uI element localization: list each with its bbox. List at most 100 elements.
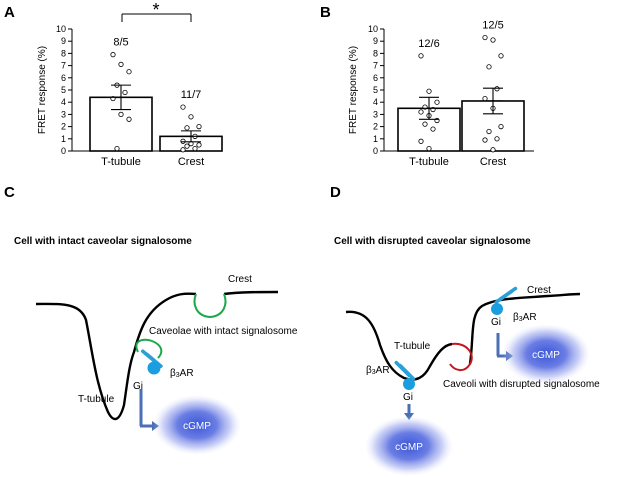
cgmp-cloud-right-icon — [502, 324, 590, 384]
y-tick-label: 1 — [373, 134, 378, 144]
label-b3ar: β3AR — [170, 368, 194, 379]
data-point — [418, 109, 424, 115]
data-point — [126, 69, 132, 75]
label-gi-right: Gi — [491, 317, 501, 328]
n-label: 12/6 — [418, 38, 439, 50]
n-label: 11/7 — [181, 89, 202, 101]
data-point — [490, 147, 496, 153]
y-tick-label: 9 — [373, 36, 378, 46]
data-point — [196, 124, 202, 130]
diagram-title: Cell with intact caveolar signalosome — [14, 236, 192, 247]
data-point — [498, 53, 504, 59]
data-point — [192, 145, 198, 152]
diagram-d: D Cell with disrupted caveolar signaloso… — [330, 184, 600, 476]
data-point — [490, 37, 496, 43]
significance-star: * — [152, 0, 159, 20]
y-axis-label: FRET response (%) — [37, 46, 48, 134]
cell-membrane — [35, 290, 279, 421]
data-point — [196, 142, 202, 148]
panel-letter-a: A — [4, 4, 15, 21]
data-point — [118, 111, 124, 118]
label-caveoli: Caveoli with disrupted signalosome — [443, 379, 600, 390]
y-tick-label: 7 — [61, 61, 66, 71]
label-cgmp-right: cGMP — [532, 350, 560, 361]
data-point — [418, 53, 424, 59]
diagram-title: Cell with disrupted caveolar signalosome — [334, 236, 531, 247]
y-tick-label: 8 — [61, 48, 66, 58]
data-point — [482, 34, 488, 41]
label-crest: Crest — [228, 274, 252, 285]
gi-protein-right-icon — [491, 303, 503, 315]
label-caveolae: Caveolae with intact signalosome — [149, 326, 298, 337]
significance-bracket: * — [121, 0, 192, 22]
label-crest: Crest — [527, 285, 551, 296]
y-tick-label: 10 — [368, 24, 378, 34]
label-cgmp-left: cGMP — [395, 442, 423, 453]
label-ttubule: T-tubule — [394, 341, 431, 352]
gi-protein-left-icon — [403, 378, 415, 390]
data-point — [494, 136, 500, 142]
caveola-ttubule — [135, 338, 163, 359]
n-label: 8/5 — [113, 37, 128, 49]
data-point — [430, 126, 436, 132]
y-tick-label: 3 — [61, 109, 66, 119]
cgmp-cloud-left-icon — [365, 416, 453, 476]
y-tick-label: 4 — [373, 97, 378, 107]
label-b3ar-right: β3AR — [513, 312, 537, 323]
data-point — [188, 114, 194, 120]
data-point — [184, 143, 190, 149]
category-label: Crest — [480, 156, 506, 168]
category-label: T-tubule — [101, 156, 141, 168]
data-point — [426, 88, 432, 94]
error-bar — [419, 96, 439, 120]
label-gi: Gi — [133, 381, 143, 392]
label-gi-left: Gi — [403, 392, 413, 403]
panel-letter-c: C — [4, 184, 15, 201]
error-bar — [111, 84, 131, 111]
data-point — [122, 89, 128, 96]
data-point — [184, 125, 190, 131]
data-point — [180, 147, 186, 153]
data-point — [434, 99, 440, 105]
error-bar — [483, 87, 503, 115]
y-tick-label: 6 — [373, 73, 378, 83]
bar — [89, 96, 153, 152]
label-b3ar-left: β3AR — [366, 365, 390, 376]
error-bar — [181, 130, 201, 143]
n-label: 12/5 — [482, 20, 503, 32]
data-point — [486, 64, 492, 70]
y-tick-label: 3 — [373, 109, 378, 119]
data-point — [422, 121, 428, 127]
y-tick-label: 2 — [61, 122, 66, 132]
data-point — [180, 138, 186, 144]
y-axis-label: FRET response (%) — [348, 46, 359, 134]
y-tick-label: 5 — [61, 85, 66, 95]
y-tick-label: 8 — [373, 48, 378, 58]
data-point — [114, 145, 120, 152]
y-tick-label: 1 — [61, 134, 66, 144]
data-point — [494, 86, 500, 92]
panel-letter-b: B — [320, 4, 331, 21]
y-tick-label: 5 — [373, 85, 378, 95]
panel-letter-d: D — [330, 184, 341, 201]
label-ttubule: T-tubule — [78, 394, 115, 405]
label-cgmp: cGMP — [183, 421, 211, 432]
data-point — [180, 104, 186, 110]
data-point — [110, 52, 116, 58]
cgmp-cloud-icon — [153, 395, 241, 455]
cell-membrane — [345, 292, 581, 381]
data-point — [426, 145, 432, 152]
y-tick-label: 0 — [61, 146, 66, 156]
data-point — [418, 138, 424, 144]
y-tick-label: 0 — [373, 146, 378, 156]
y-tick-label: 6 — [61, 73, 66, 83]
category-label: Crest — [178, 156, 204, 168]
y-tick-label: 9 — [61, 36, 66, 46]
b3ar-receptor-right-icon — [494, 286, 518, 304]
data-point — [118, 61, 124, 67]
y-tick-label: 4 — [61, 97, 66, 107]
data-point — [482, 137, 488, 143]
